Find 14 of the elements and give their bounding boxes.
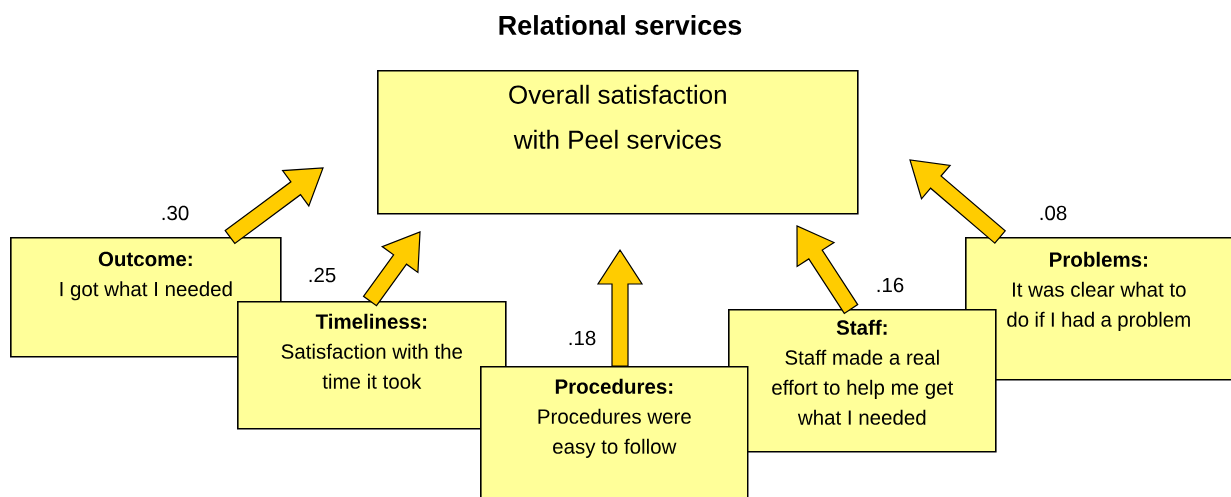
result-box: Overall satisfaction with Peel services: [377, 70, 859, 215]
factor-box: Staff: Staff made a real effort to help me get what I needed: [728, 309, 997, 453]
edge-label: .25: [309, 267, 336, 283]
factor-box: Outcome: I got what I needed: [10, 237, 282, 358]
edge-label: .18: [569, 330, 596, 346]
edge-label: .08: [1040, 205, 1067, 221]
factor-box: Procedures: Procedures were easy to follow: [480, 366, 749, 497]
arrow: [596, 248, 644, 367]
arrow: [362, 231, 421, 307]
edge-label: .16: [877, 277, 904, 293]
factor-box: Problems: It was clear what to do if I had a problem: [965, 237, 1231, 381]
title: Relational services: [499, 15, 742, 35]
edge-label: .30: [162, 205, 189, 221]
factor-box: Timeliness: Satisfaction with the time it took: [237, 301, 507, 430]
